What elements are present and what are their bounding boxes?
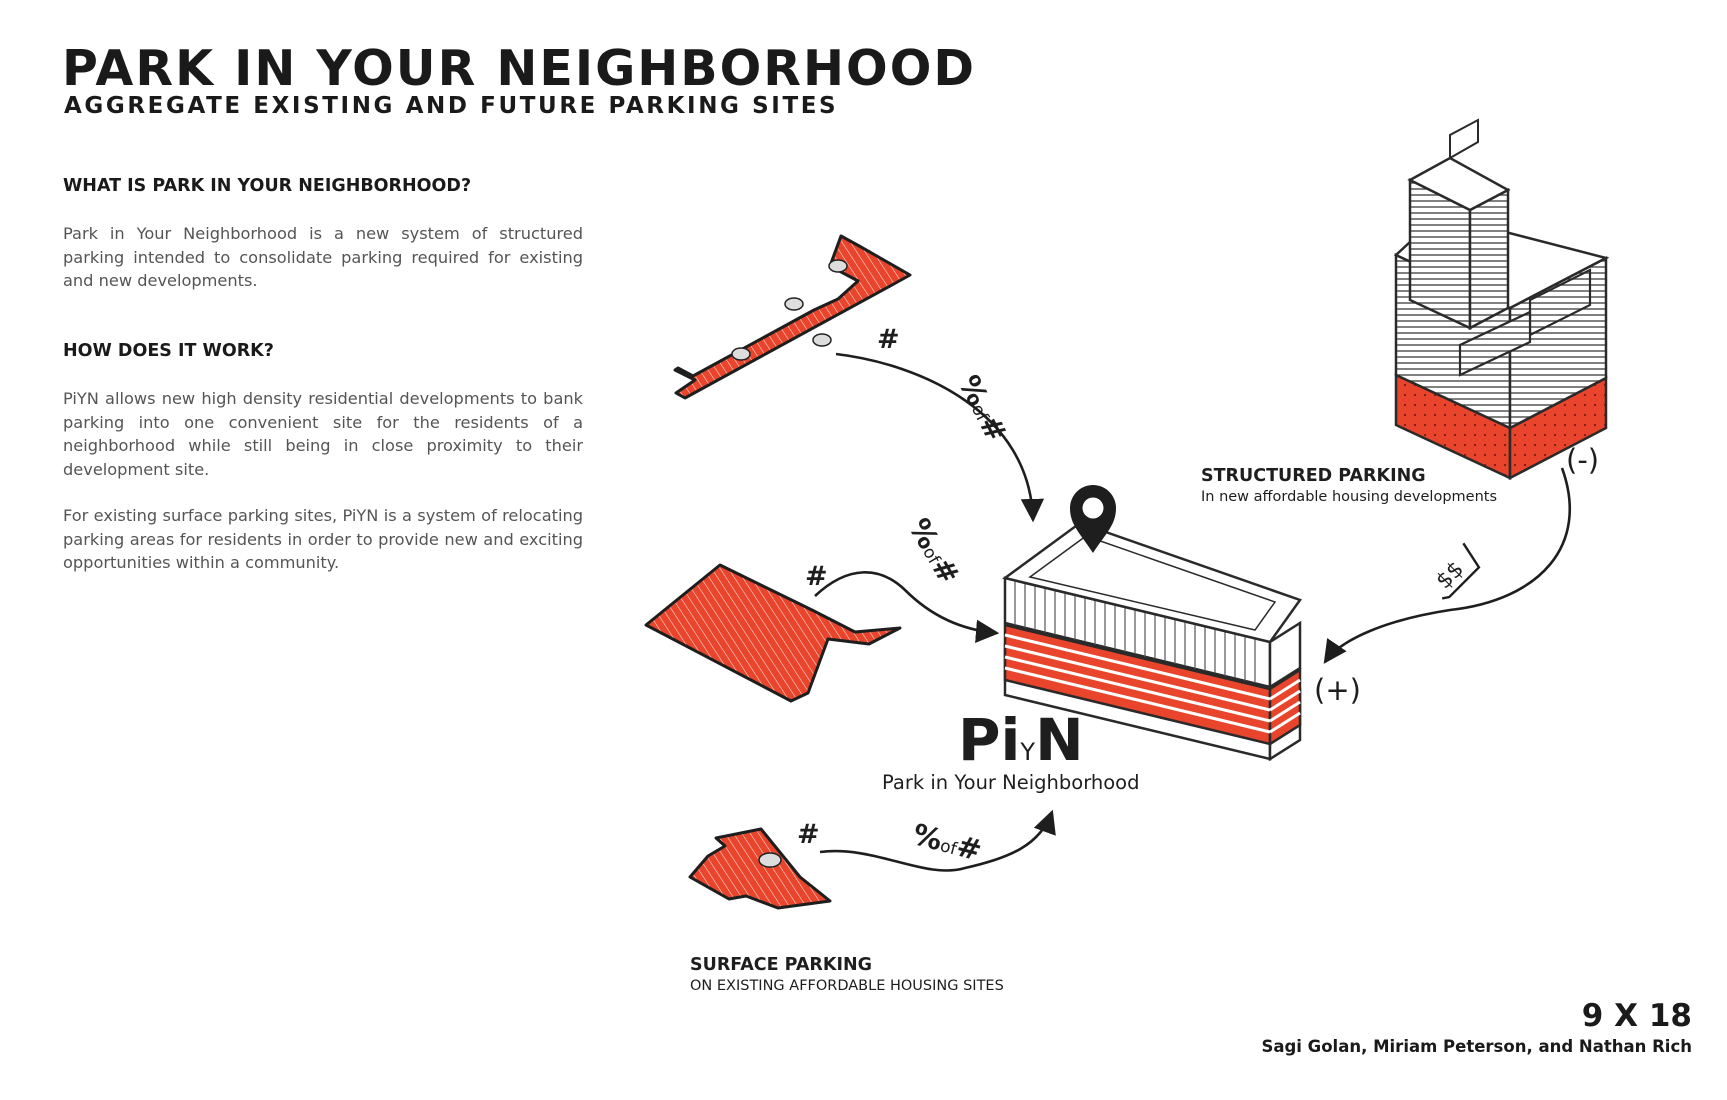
- percent-label-top: %of#: [952, 370, 1014, 448]
- piyn-logo: PiYN: [958, 706, 1084, 774]
- hash-label-top: #: [877, 324, 900, 355]
- flow-arrows: [814, 352, 1572, 872]
- arrow-tower-to-hub: [1323, 467, 1572, 664]
- percent-label-middle: %of#: [902, 513, 966, 590]
- structured-parking-caption: In new affordable housing developments: [1201, 489, 1497, 505]
- surface-lot-top: [673, 234, 912, 400]
- structure-red-floors: [1003, 623, 1302, 747]
- surface-parking-caption: ON EXISTING AFFORDABLE HOUSING SITES: [690, 978, 1004, 994]
- arrow-middle-lot-to-hub: [814, 571, 1000, 643]
- money-label: $$: [1432, 542, 1481, 600]
- car-icon: [731, 259, 848, 361]
- piyn-parking-structure: [1002, 521, 1302, 762]
- structured-parking-title: STRUCTURED PARKING: [1201, 466, 1426, 486]
- section-paragraph-how-1: PiYN allows new high density residential…: [63, 389, 583, 479]
- surface-lot-bottom: [688, 827, 832, 910]
- project-code: 9 X 18: [1581, 998, 1692, 1034]
- surface-lot-middle: [644, 563, 902, 703]
- structured-parking-tower: [1393, 118, 1610, 481]
- car-icon: [758, 852, 782, 868]
- section-heading-how: HOW DOES IT WORK?: [63, 341, 274, 361]
- plus-label: (+): [1314, 673, 1361, 707]
- surface-parking-title: SURFACE PARKING: [690, 955, 872, 975]
- hash-label-middle: #: [805, 561, 828, 592]
- arrow-bottom-lot-to-hub: [819, 809, 1056, 872]
- section-heading-what: WHAT IS PARK IN YOUR NEIGHBORHOOD?: [63, 176, 472, 196]
- location-pin-icon: [1070, 485, 1116, 553]
- percent-label-bottom: %of#: [909, 817, 985, 868]
- author-credits: Sagi Golan, Miriam Peterson, and Nathan …: [1261, 1037, 1692, 1056]
- page-title: PARK IN YOUR NEIGHBORHOOD: [62, 40, 977, 97]
- svg-text:$$: $$: [1432, 557, 1469, 594]
- hash-label-bottom: #: [797, 819, 820, 850]
- section-paragraph-how-2: For existing surface parking sites, PiYN…: [63, 506, 583, 572]
- arrow-top-lot-to-hub: [835, 352, 1045, 523]
- piyn-tagline: Park in Your Neighborhood: [882, 771, 1139, 794]
- page-subtitle: AGGREGATE EXISTING AND FUTURE PARKING SI…: [64, 93, 839, 119]
- section-paragraph-what: Park in Your Neighborhood is a new syste…: [63, 224, 583, 290]
- minus-label: (-): [1566, 443, 1599, 477]
